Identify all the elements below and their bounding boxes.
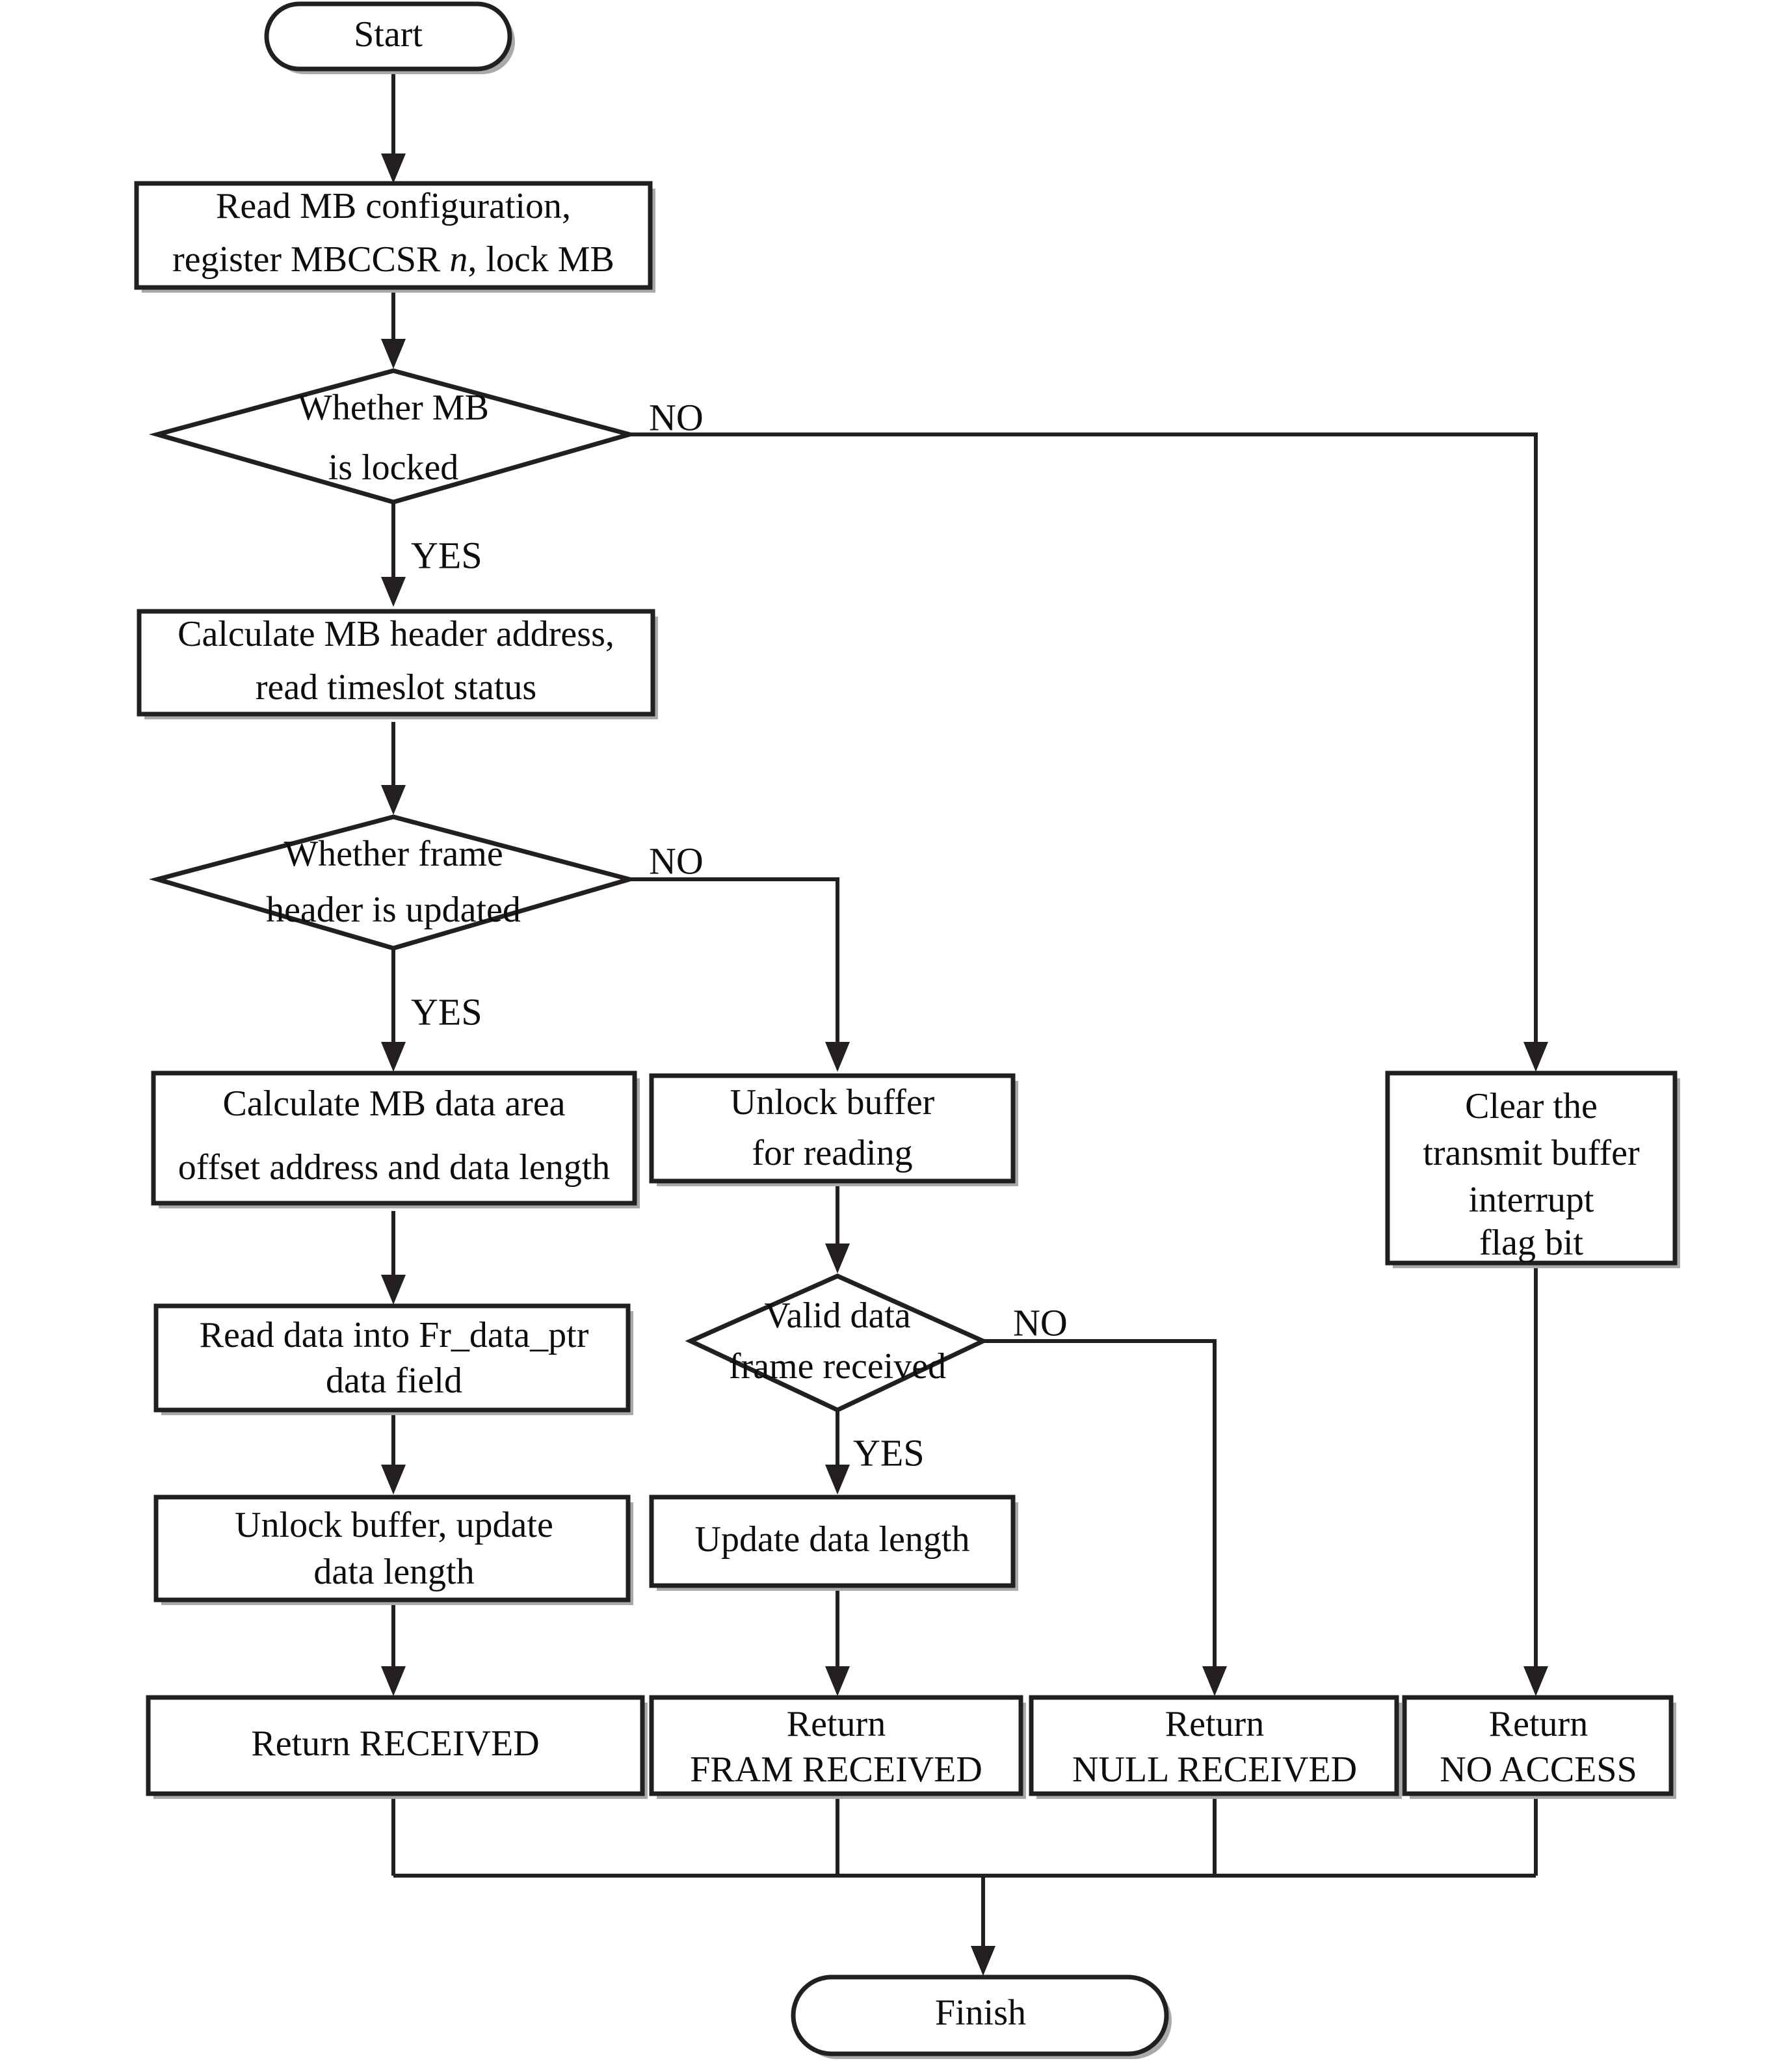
node-clear-transmit-buffer-flag-line4: flag bit xyxy=(1479,1223,1584,1263)
edge-update-length-to-return-fram xyxy=(825,1587,850,1696)
edges-layer: right, then far down to Clear tx flag --… xyxy=(381,68,1548,1976)
edge-label-mb-locked-no: NO xyxy=(649,396,704,438)
edge-mb-locked-yes xyxy=(381,502,406,607)
node-read-mb-configuration-line1: Read MB configuration, xyxy=(216,186,571,226)
node-calculate-mb-data-area-line2: offset address and data length xyxy=(178,1147,611,1188)
edge-label-mb-locked-yes: YES xyxy=(411,534,482,576)
node-return-null-received-line2: NULL RECEIVED xyxy=(1072,1749,1357,1790)
node-unlock-buffer-for-reading-line1: Unlock buffer xyxy=(730,1082,935,1123)
node-whether-mb-locked-line2: is locked xyxy=(328,447,459,488)
node-finish[interactable]: Finish xyxy=(791,1975,1172,2059)
edge-mb-locked-no xyxy=(629,432,1548,1072)
edge-label-frame-updated-yes: YES xyxy=(411,991,482,1033)
node-unlock-buffer-for-reading-line2: for reading xyxy=(752,1133,912,1173)
node-calculate-mb-data-area-line1: Calculate MB data area xyxy=(222,1084,565,1124)
edge-frame-updated-no xyxy=(629,877,850,1072)
edge-frame-updated-yes xyxy=(381,948,406,1072)
node-unlock-buffer-update-data-length[interactable]: Unlock buffer, update data length xyxy=(153,1495,633,1605)
node-return-fram-received[interactable]: Return FRAM RECEIVED xyxy=(649,1695,1026,1799)
edge-valid-frame-no xyxy=(983,1339,1227,1696)
node-calculate-mb-header-address-line2: read timeslot status xyxy=(256,667,536,708)
node-return-received-line1: Return RECEIVED xyxy=(251,1723,539,1764)
node-read-data-into-fr-data-ptr[interactable]: Read data into Fr_data_ptr data field xyxy=(153,1303,633,1415)
node-unlock-buffer-for-reading[interactable]: Unlock buffer for reading xyxy=(649,1073,1018,1186)
node-start[interactable]: Start xyxy=(264,1,515,74)
node-read-mb-configuration[interactable]: Read MB configuration, register MBCCSR n… xyxy=(134,181,655,293)
edge-label-frame-updated-no: NO xyxy=(649,840,704,882)
node-clear-transmit-buffer-flag[interactable]: Clear the transmit buffer interrupt flag… xyxy=(1385,1070,1680,1268)
node-whether-frame-header-updated-line2: header is updated xyxy=(266,890,521,930)
node-return-no-access-line1: Return xyxy=(1489,1704,1588,1744)
node-calculate-mb-data-area[interactable]: Calculate MB data area offset address an… xyxy=(151,1070,640,1208)
node-unlock-buffer-update-line1: Unlock buffer, update xyxy=(235,1505,553,1545)
node-whether-mb-locked[interactable]: Whether MB is locked xyxy=(148,368,639,505)
node-valid-data-frame-received[interactable]: Valid data frame received xyxy=(685,1273,989,1413)
node-return-fram-received-line2: FRAM RECEIVED xyxy=(690,1749,982,1790)
node-update-data-length[interactable]: Update data length xyxy=(649,1495,1018,1591)
node-clear-transmit-buffer-flag-line2: transmit buffer xyxy=(1423,1133,1640,1173)
edge-merge-to-finish xyxy=(971,1876,995,1976)
node-return-received[interactable]: Return RECEIVED xyxy=(146,1695,648,1799)
node-whether-mb-locked-line1: Whether MB xyxy=(298,388,489,428)
node-return-null-received[interactable]: Return NULL RECEIVED xyxy=(1029,1695,1402,1799)
node-valid-data-frame-received-line1: Valid data xyxy=(764,1296,911,1336)
node-update-data-length-line1: Update data length xyxy=(695,1519,970,1560)
node-return-null-received-line1: Return xyxy=(1165,1704,1264,1744)
edge-clear-flag-to-return-no-access xyxy=(1523,1268,1548,1696)
edge-valid-frame-yes xyxy=(825,1410,850,1495)
node-valid-data-frame-received-line2: frame received xyxy=(729,1346,946,1387)
node-clear-transmit-buffer-flag-line3: interrupt xyxy=(1469,1180,1594,1220)
node-read-mb-configuration-line2: register MBCCSR n, lock MB xyxy=(172,239,614,280)
edge-unlock-reading-to-valid-frame xyxy=(825,1184,850,1273)
edge-calc-header-to-frame-updated xyxy=(381,722,406,815)
node-calculate-mb-header-address[interactable]: Calculate MB header address, read timesl… xyxy=(137,609,658,719)
edge-start-to-read-config xyxy=(381,68,406,183)
edge-label-valid-frame-yes: YES xyxy=(853,1431,925,1474)
edge-label-valid-frame-no: NO xyxy=(1013,1301,1068,1344)
node-calculate-mb-header-address-line1: Calculate MB header address, xyxy=(178,614,614,654)
node-return-fram-received-line1: Return xyxy=(787,1704,886,1744)
node-finish-label: Finish xyxy=(935,1993,1026,2033)
node-read-data-into-fr-data-ptr-line2: data field xyxy=(326,1361,462,1401)
node-read-data-into-fr-data-ptr-line1: Read data into Fr_data_ptr xyxy=(200,1315,589,1355)
node-return-no-access-line2: NO ACCESS xyxy=(1440,1749,1637,1790)
node-whether-frame-header-updated[interactable]: Whether frame header is updated xyxy=(148,814,639,951)
node-clear-transmit-buffer-flag-line1: Clear the xyxy=(1465,1086,1598,1126)
node-unlock-buffer-update-line2: data length xyxy=(313,1552,474,1592)
edge-calc-data-to-read-data xyxy=(381,1211,406,1305)
node-start-label: Start xyxy=(354,14,423,55)
node-whether-frame-header-updated-line1: Whether frame xyxy=(283,834,503,874)
node-return-no-access[interactable]: Return NO ACCESS xyxy=(1402,1695,1676,1799)
edge-read-config-to-mb-locked xyxy=(381,289,406,369)
edge-return-merge-bus xyxy=(391,1793,1538,1878)
